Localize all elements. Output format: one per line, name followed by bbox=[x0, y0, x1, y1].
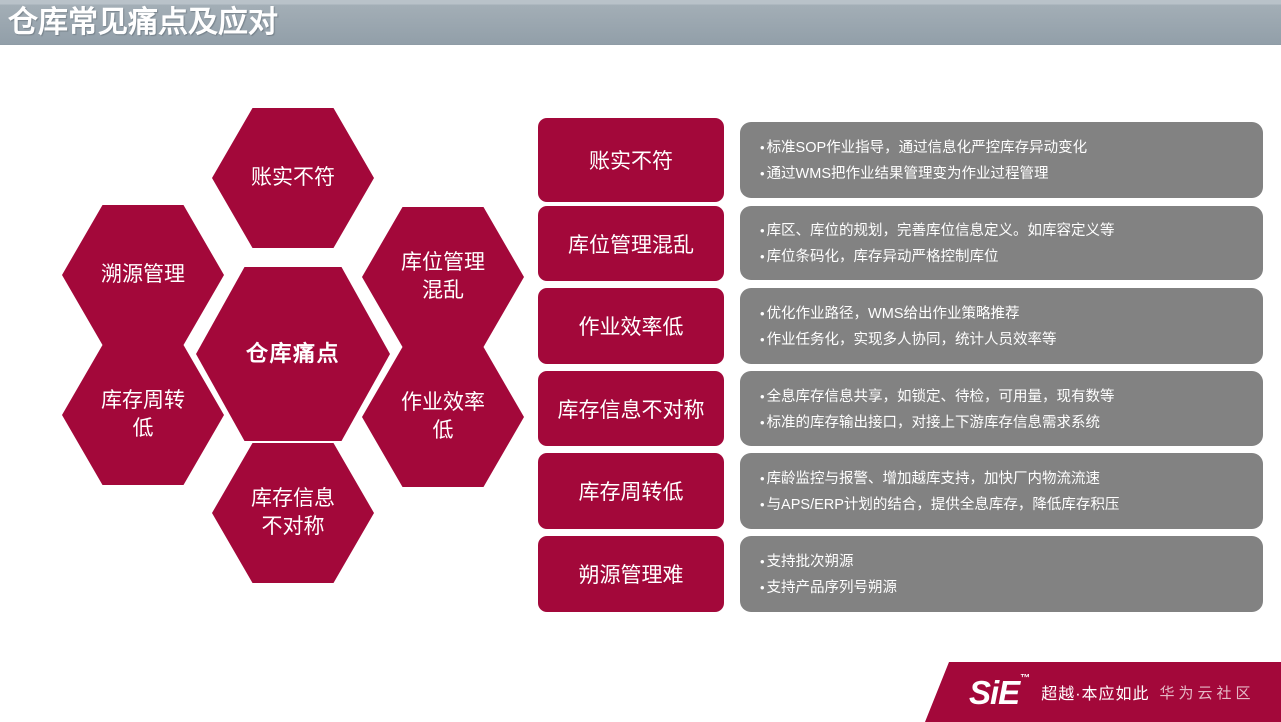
solution-bullet: 标准的库存输出接口，对接上下游库存信息需求系统 bbox=[760, 413, 1243, 435]
solution-box: 库区、库位的规划，完善库位信息定义。如库容定义等库位条码化，库存异动严格控制库位 bbox=[740, 206, 1263, 280]
solution-bullet: 库位条码化，库存异动严格控制库位 bbox=[760, 247, 1243, 269]
solution-box: 标准SOP作业指导，通过信息化严控库存异动变化通过WMS把作业结果管理变为作业过… bbox=[740, 122, 1263, 198]
hex-node-operation-efficiency[interactable]: 作业效率低 bbox=[362, 347, 524, 487]
hex-node-center-warehouse-pain-points[interactable]: 仓库痛点 bbox=[196, 267, 390, 441]
footer-community-name: 华为云社区 bbox=[1159, 684, 1255, 702]
sie-logo-text: SiE bbox=[969, 673, 1020, 711]
trademark-icon: ™ bbox=[1020, 672, 1031, 684]
hex-center-label: 仓库痛点 bbox=[245, 341, 340, 367]
hex-node-label: 库存周转低 bbox=[101, 389, 185, 440]
hexagon-diagram: 账实不符 溯源管理 库位管理混乱 库存周转低 作业效率低 库存信息不对称 仓库痛… bbox=[0, 45, 535, 645]
solution-box: 优化作业路径，WMS给出作业策略推荐作业任务化，实现多人协同，统计人员效率等 bbox=[740, 288, 1263, 364]
hex-node-inventory-turnover[interactable]: 库存周转低 bbox=[62, 345, 224, 485]
hex-node-info-asymmetry[interactable]: 库存信息不对称 bbox=[212, 443, 374, 583]
page-title: 仓库常见痛点及应对 bbox=[8, 6, 278, 39]
pain-point-label[interactable]: 朔源管理难 bbox=[538, 536, 724, 612]
solution-bullet: 支持产品序列号朔源 bbox=[760, 578, 1243, 600]
hex-node-label: 作业效率低 bbox=[401, 391, 485, 442]
hex-node-traceability[interactable]: 溯源管理 bbox=[62, 205, 224, 345]
hex-node-label: 账实不符 bbox=[251, 166, 335, 190]
solution-bullet: 支持批次朔源 bbox=[760, 552, 1243, 574]
pain-point-label[interactable]: 账实不符 bbox=[538, 118, 724, 202]
pain-point-label[interactable]: 库位管理混乱 bbox=[538, 206, 724, 281]
solution-bullet: 通过WMS把作业结果管理变为作业过程管理 bbox=[760, 164, 1243, 186]
solution-box: 支持批次朔源支持产品序列号朔源 bbox=[740, 536, 1263, 612]
sie-logo: SiE™ bbox=[969, 672, 1031, 711]
hex-node-account-mismatch[interactable]: 账实不符 bbox=[212, 108, 374, 248]
hex-node-label: 库位管理混乱 bbox=[401, 251, 485, 302]
hex-node-label: 溯源管理 bbox=[101, 263, 185, 287]
footer-slogan: 超越·本应如此 bbox=[1041, 686, 1150, 703]
solution-bullet: 与APS/ERP计划的结合，提供全息库存，降低库存积压 bbox=[760, 495, 1243, 517]
solution-bullet: 标准SOP作业指导，通过信息化严控库存异动变化 bbox=[760, 138, 1243, 160]
solution-bullet: 优化作业路径，WMS给出作业策略推荐 bbox=[760, 304, 1243, 326]
solution-bullet: 全息库存信息共享，如锁定、待检，可用量，现有数等 bbox=[760, 387, 1243, 409]
solution-box: 库龄监控与报警、增加越库支持，加快厂内物流流速与APS/ERP计划的结合，提供全… bbox=[740, 453, 1263, 529]
pain-point-label[interactable]: 库存信息不对称 bbox=[538, 371, 724, 446]
pain-point-label[interactable]: 作业效率低 bbox=[538, 288, 724, 364]
hex-node-label: 库存信息不对称 bbox=[251, 487, 335, 538]
solution-bullet: 库龄监控与报警、增加越库支持，加快厂内物流流速 bbox=[760, 469, 1243, 491]
solution-bullet: 作业任务化，实现多人协同，统计人员效率等 bbox=[760, 330, 1243, 352]
solution-box: 全息库存信息共享，如锁定、待检，可用量，现有数等标准的库存输出接口，对接上下游库… bbox=[740, 371, 1263, 446]
solution-bullet: 库区、库位的规划，完善库位信息定义。如库容定义等 bbox=[760, 221, 1243, 243]
page-title-bar: 仓库常见痛点及应对 bbox=[0, 0, 1281, 45]
pain-point-label[interactable]: 库存周转低 bbox=[538, 453, 724, 529]
hex-node-location-management[interactable]: 库位管理混乱 bbox=[362, 207, 524, 347]
footer-logo-banner: SiE™ 超越·本应如此 华为云社区 bbox=[925, 662, 1281, 722]
